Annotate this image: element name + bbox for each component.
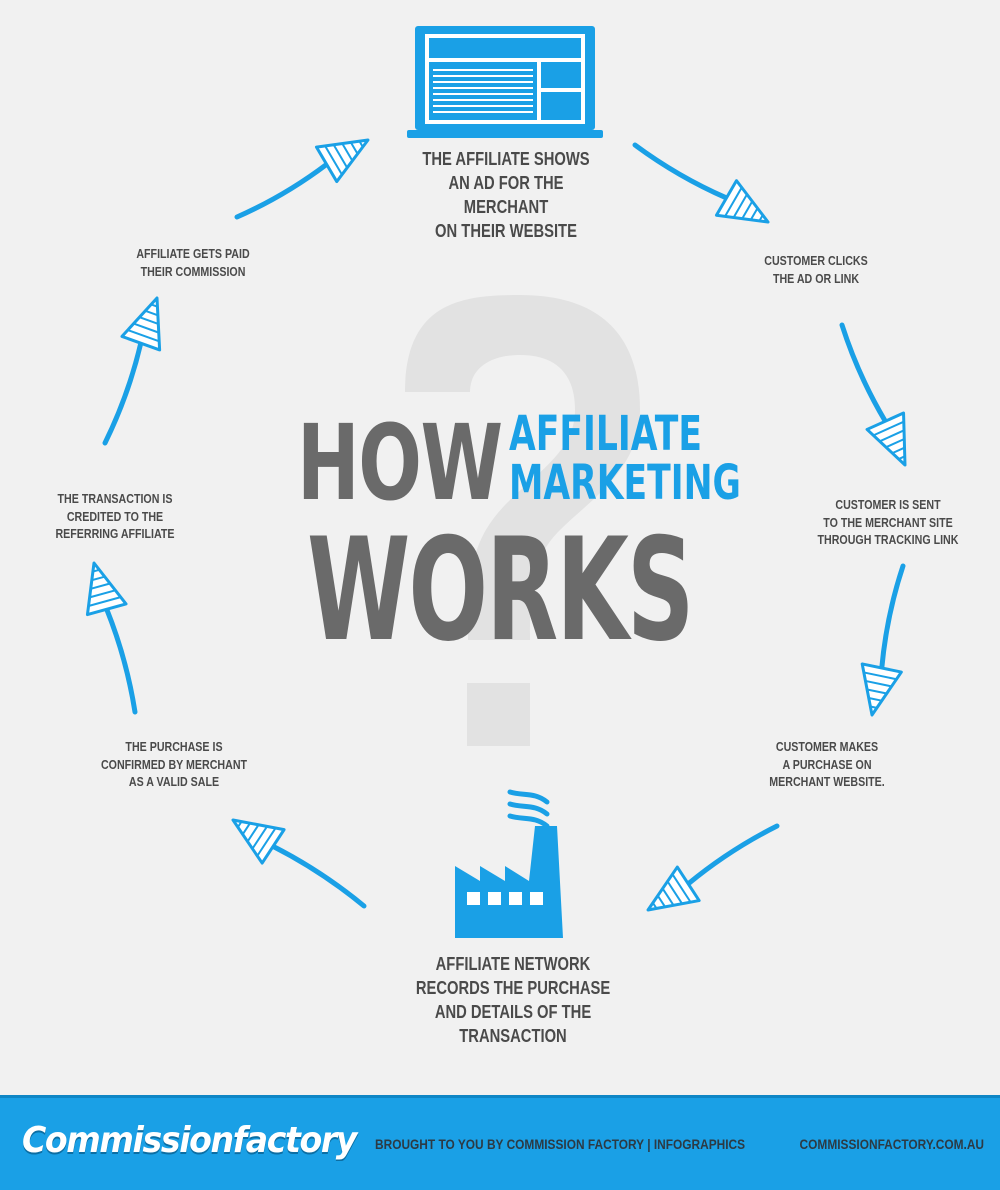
title-how: HOW (297, 402, 503, 524)
infographic: HOW AFFILIATE MARKETING WORKS THE AFFILI… (55, 26, 959, 1046)
arrow-1-hatch (724, 187, 764, 222)
arrow-group (85, 138, 907, 912)
step-purchase-confirmed: THE PURCHASE IS CONFIRMED BY MERCHANT AS… (100, 739, 248, 790)
step-customer-clicks: CUSTOMER CLICKS THE AD OR LINK (764, 253, 868, 286)
step-customer-purchase: CUSTOMER MAKES A PURCHASE ON MERCHANT WE… (769, 739, 885, 790)
laptop-icon (407, 26, 603, 138)
step-customer-sent: CUSTOMER IS SENT TO THE MERCHANT SITE TH… (817, 497, 959, 548)
title-works: WORKS (307, 508, 694, 673)
factory-icon (455, 789, 563, 938)
arrow-8 (234, 138, 370, 220)
arrow-6-shaft (104, 606, 138, 715)
step-affiliate-shows-ad: THE AFFILIATE SHOWS AN AD FOR THE MERCHA… (422, 149, 590, 241)
question-mark-icon (405, 295, 640, 746)
commissionfactory-logo[interactable]: Commissionfactory (22, 1120, 357, 1161)
arrow-1 (632, 142, 770, 224)
arrow-3-hatch (863, 671, 897, 709)
arrow-5 (231, 818, 367, 909)
step-transaction-credited: THE TRANSACTION IS CREDITED TO THE REFER… (55, 491, 175, 542)
arrow-7-shaft (102, 340, 144, 446)
arrow-2-hatch (872, 420, 906, 460)
footer-tagline: BROUGHT TO YOU BY COMMISSION FACTORY | I… (375, 1136, 746, 1152)
arrow-4-shaft (685, 823, 780, 887)
arrow-2-shaft (839, 322, 888, 424)
arrow-4 (646, 823, 780, 912)
arrow-7 (102, 296, 162, 446)
footer-bar: Commissionfactory BROUGHT TO YOU BY COMM… (0, 1095, 1000, 1190)
title-marketing: MARKETING (509, 455, 741, 511)
arrow-4-hatch (652, 873, 692, 909)
arrow-6-hatch (88, 568, 121, 607)
arrow-5-shaft (270, 843, 367, 909)
title-affiliate: AFFILIATE (509, 406, 702, 462)
arrow-3-shaft (879, 563, 906, 671)
step-affiliate-paid: AFFILIATE GETS PAID THEIR COMMISSION (136, 246, 250, 279)
arrow-3 (860, 563, 906, 717)
footer-website-link[interactable]: COMMISSIONFACTORY.COM.AU (799, 1136, 984, 1152)
arrow-8-shaft (234, 161, 330, 220)
arrow-5-hatch (237, 821, 277, 857)
arrow-8-hatch (324, 140, 364, 176)
step-network-records: AFFILIATE NETWORK RECORDS THE PURCHASE A… (415, 954, 611, 1046)
arrow-1-shaft (632, 142, 729, 201)
arrow-2 (839, 322, 907, 467)
arrow-6 (85, 561, 138, 715)
arrow-7-hatch (127, 303, 160, 343)
